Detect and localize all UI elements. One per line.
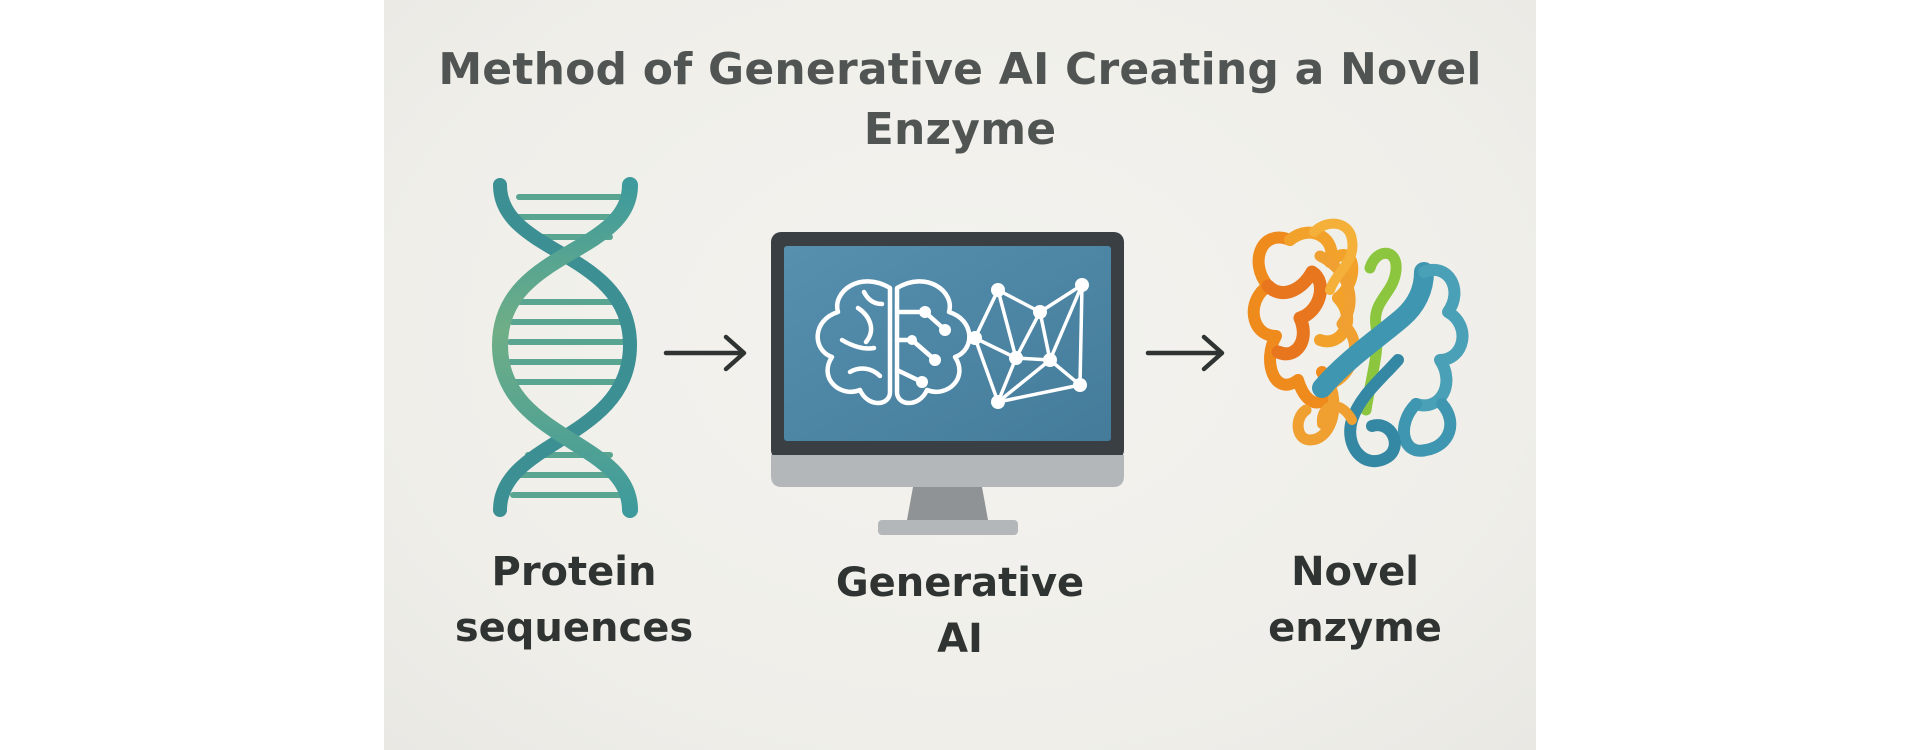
step-label-line-2: sequences — [454, 605, 694, 651]
step-label-line-1: Generative — [835, 560, 1085, 606]
diagram-title: Method of Generative AI Creating a Novel… — [384, 40, 1536, 160]
computer-monitor-icon — [771, 232, 1124, 535]
arrow-right-icon — [1145, 334, 1225, 372]
step-label-line-1: Novel — [1291, 549, 1419, 595]
step-label-protein-sequences: Protein sequences — [414, 544, 734, 656]
step-label-generative-ai: Generative AI — [800, 555, 1120, 667]
step-label-line-2: enzyme — [1268, 605, 1442, 651]
arrow-right-icon — [663, 334, 747, 372]
title-line-1: Method of Generative AI Creating a Novel — [438, 44, 1482, 95]
protein-ribbon-structure-icon — [1247, 218, 1469, 468]
step-label-line-1: Protein — [491, 549, 657, 595]
title-line-2: Enzyme — [863, 104, 1057, 155]
network-graph-icon — [968, 278, 1089, 409]
step-label-line-2: AI — [937, 616, 983, 662]
step-label-novel-enzyme: Novel enzyme — [1195, 544, 1515, 656]
dna-double-helix-icon — [491, 177, 638, 518]
